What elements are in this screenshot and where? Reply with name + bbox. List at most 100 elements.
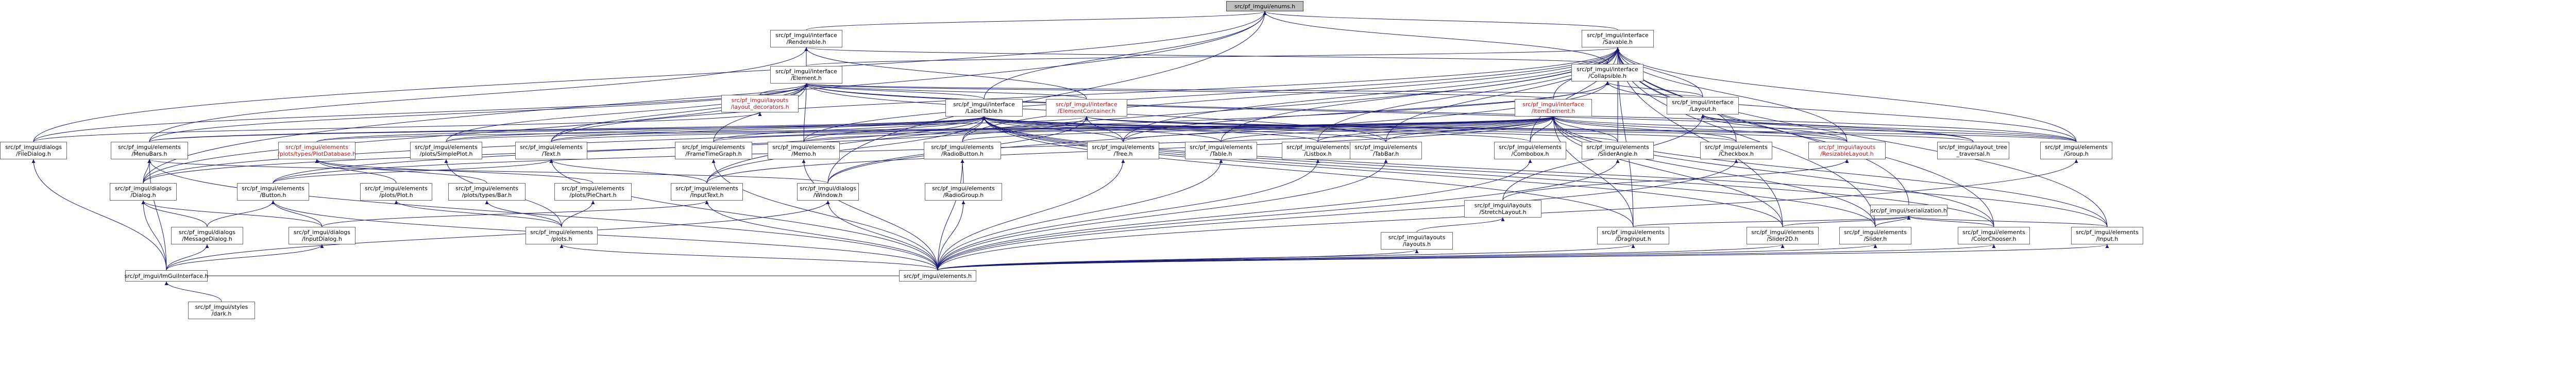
node-label: src/pf_imgui/layouts /layout_decorators.… <box>731 97 789 110</box>
edge-checkbox-to-savable <box>1616 47 1737 142</box>
edge-plots-to-plottypesbar <box>485 200 562 227</box>
node-table[interactable]: src/pf_imgui/elements /Table.h <box>1185 142 1257 159</box>
edge-group-to-iface_layout <box>1701 114 2077 142</box>
node-plotplot[interactable]: src/pf_imgui/elements /plots/Plot.h <box>360 183 432 201</box>
edge-input-to-savable <box>1616 47 2108 227</box>
node-piechart[interactable]: src/pf_imgui/elements /plots/PieChart.h <box>554 183 632 201</box>
node-layout-tree[interactable]: src/pf_imgui/layout_tree _traversal.h <box>1937 142 2009 159</box>
node-button[interactable]: src/pf_imgui/elements /Button.h <box>237 183 309 201</box>
edge-memo-to-savable <box>803 47 1620 142</box>
node-sliderangle[interactable]: src/pf_imgui/elements /SliderAngle.h <box>1582 142 1654 159</box>
node-radiogroup[interactable]: src/pf_imgui/elements /RadioGroup.h <box>925 183 1002 201</box>
edge-imguiinterface-to-window <box>166 200 830 271</box>
edge-text-to-element <box>551 83 808 142</box>
node-savable[interactable]: src/pf_imgui/interface /Savable.h <box>1582 30 1654 47</box>
node-listbox[interactable]: src/pf_imgui/elements /Listbox.h <box>1282 142 1354 159</box>
edge-messagedialog-to-dialog <box>141 200 208 227</box>
edge-layout_tree-to-element_container <box>1084 116 1974 142</box>
node-frametime[interactable]: src/pf_imgui/elements /FrameTimeGraph.h <box>675 142 752 159</box>
edge-plots-to-piechart <box>561 200 595 227</box>
edge-labeltable-to-enums <box>984 11 1267 100</box>
node-combobox[interactable]: src/pf_imgui/elements /Combobox.h <box>1494 142 1566 159</box>
node-colorchooser[interactable]: src/pf_imgui/elements /ColorChooser.h <box>1958 227 2030 244</box>
node-enums: src/pf_imgui/enums.h <box>1226 1 1303 11</box>
node-menubars[interactable]: src/pf_imgui/elements /MenuBars.h <box>111 142 188 159</box>
node-dialog[interactable]: src/pf_imgui/dialogs /Dialog.h <box>110 183 177 201</box>
node-text[interactable]: src/pf_imgui/elements /Text.h <box>515 142 587 159</box>
node-label: src/pf_imgui/elements /Listbox.h <box>1286 144 1349 157</box>
node-group[interactable]: src/pf_imgui/elements /Group.h <box>2040 142 2112 159</box>
node-window[interactable]: src/pf_imgui/dialogs /Window.h <box>797 183 859 201</box>
node-tree[interactable]: src/pf_imgui/elements /Tree.h <box>1087 142 1159 159</box>
node-plottypesbar[interactable]: src/pf_imgui/elements /plots/types/Bar.h <box>448 183 526 201</box>
node-imguiinterface[interactable]: src/pf_imgui/ImGuiInterface.h <box>125 270 208 282</box>
node-iface-layout[interactable]: src/pf_imgui/interface /Layout.h <box>1667 97 1739 114</box>
edge-iface_layout-to-savable <box>1616 47 1703 97</box>
node-stretchlayout[interactable]: src/pf_imgui/layouts /StretchLayout.h <box>1464 200 1541 218</box>
node-memo[interactable]: src/pf_imgui/elements /Memo.h <box>768 142 840 159</box>
edge-simpleplot-to-item_element <box>446 116 1555 142</box>
node-dragginput[interactable]: src/pf_imgui/elements /DragInput.h <box>1597 227 1669 244</box>
node-slider2d[interactable]: src/pf_imgui/elements /Slider2D.h <box>1747 227 1819 244</box>
node-serialization[interactable]: src/pf_imgui/serialization.h <box>1870 205 1947 216</box>
node-label: src/pf_imgui/elements /plots.h <box>530 229 593 242</box>
node-label: src/pf_imgui/interface /ItemElement.h <box>1522 101 1584 114</box>
node-layout-decorators[interactable]: src/pf_imgui/layouts /layout_decorators.… <box>721 95 799 112</box>
node-label: src/pf_imgui/dialogs /FileDialog.h <box>5 144 62 157</box>
node-label: src/pf_imgui/dialogs /Window.h <box>800 185 856 199</box>
node-label: src/pf_imgui/elements /MenuBars.h <box>118 144 181 157</box>
node-inputdialog[interactable]: src/pf_imgui/dialogs /InputDialog.h <box>289 227 355 244</box>
node-slider[interactable]: src/pf_imgui/elements /Slider.h <box>1839 227 1911 244</box>
edge-group-to-element <box>804 83 2077 142</box>
node-label: src/pf_imgui/elements /Text.h <box>520 144 583 157</box>
node-layouts-h[interactable]: src/pf_imgui/layouts /layouts.h <box>1381 232 1453 250</box>
node-label: src/pf_imgui/elements /RadioButton.h <box>931 144 994 157</box>
node-checkbox[interactable]: src/pf_imgui/elements /Checkbox.h <box>1700 142 1772 159</box>
node-plotdatabase[interactable]: src/pf_imgui/elements /plots/types/PlotD… <box>278 142 356 159</box>
node-styles-dark[interactable]: src/pf_imgui/styles /dark.h <box>188 302 255 319</box>
edge-group-to-element_container <box>1085 116 2077 142</box>
edge-layout_tree-to-iface_layout <box>1701 114 1974 142</box>
node-label: src/pf_imgui/elements /Slider2D.h <box>1751 229 1814 242</box>
node-elements-h[interactable]: src/pf_imgui/elements.h <box>899 270 976 282</box>
node-inputtext[interactable]: src/pf_imgui/elements /InputText.h <box>671 183 743 201</box>
node-label: src/pf_imgui/layouts /StretchLayout.h <box>1474 202 1532 216</box>
edge-group-to-item_element <box>1551 116 2077 142</box>
edge-renderable-to-enums <box>806 11 1267 30</box>
edge-dragginput-to-labeltable <box>982 116 1634 227</box>
edge-text-to-savable <box>551 47 1620 142</box>
node-label: src/pf_imgui/elements /ColorChooser.h <box>1962 229 2025 242</box>
node-element-container[interactable]: src/pf_imgui/interface /ElementContainer… <box>1046 99 1127 117</box>
node-label: src/pf_imgui/styles /dark.h <box>195 304 248 317</box>
edge-slider-to-labeltable <box>982 116 1876 227</box>
node-label: src/pf_imgui/elements /InputText.h <box>675 185 738 199</box>
node-item-element[interactable]: src/pf_imgui/interface /ItemElement.h <box>1515 99 1592 117</box>
edge-tabbar-to-item_element <box>1385 116 1555 142</box>
edge-elements_h-to-memo <box>802 159 938 271</box>
node-renderable[interactable]: src/pf_imgui/interface /Renderable.h <box>770 30 842 47</box>
node-filedialog[interactable]: src/pf_imgui/dialogs /FileDialog.h <box>0 142 67 159</box>
edge-plotdatabase-to-labeltable <box>316 116 986 142</box>
edge-elements_h-to-listbox <box>937 159 1320 271</box>
node-simpleplot[interactable]: src/pf_imgui/elements /plots/SimplePlot.… <box>410 142 482 159</box>
node-element[interactable]: src/pf_imgui/interface /Element.h <box>770 66 842 84</box>
node-plots[interactable]: src/pf_imgui/elements /plots.h <box>526 227 598 244</box>
node-messagedialog[interactable]: src/pf_imgui/dialogs /MessageDialog.h <box>171 227 243 244</box>
node-label: src/pf_imgui/elements /FrameTimeGraph.h <box>682 144 745 157</box>
node-label: src/pf_imgui/interface /Renderable.h <box>775 32 837 45</box>
node-label: src/pf_imgui/dialogs /Dialog.h <box>115 185 172 199</box>
edge-menubars-to-labeltable <box>149 116 986 142</box>
node-radiobutton[interactable]: src/pf_imgui/elements /RadioButton.h <box>924 142 1001 159</box>
node-resizable-layout[interactable]: src/pf_imgui/layouts /ResizableLayout.h <box>1808 142 1886 159</box>
edge-button-to-item_element <box>273 116 1555 184</box>
edge-listbox-to-labeltable <box>982 116 1318 142</box>
node-labeltable[interactable]: src/pf_imgui/interface /LabelTable.h <box>945 99 1023 117</box>
node-collapsible[interactable]: src/pf_imgui/interface /Collapsible.h <box>1571 64 1643 81</box>
node-label: src/pf_imgui/interface /Savable.h <box>1587 32 1649 45</box>
node-label: src/pf_imgui/elements /SliderAngle.h <box>1586 144 1649 157</box>
node-label: src/pf_imgui/layout_tree _traversal.h <box>1939 144 2008 157</box>
node-input[interactable]: src/pf_imgui/elements /Input.h <box>2071 227 2143 244</box>
edge-inputdialog-to-inputtext <box>321 200 709 227</box>
node-tabbar[interactable]: src/pf_imgui/elements /TabBar.h <box>1350 142 1422 159</box>
